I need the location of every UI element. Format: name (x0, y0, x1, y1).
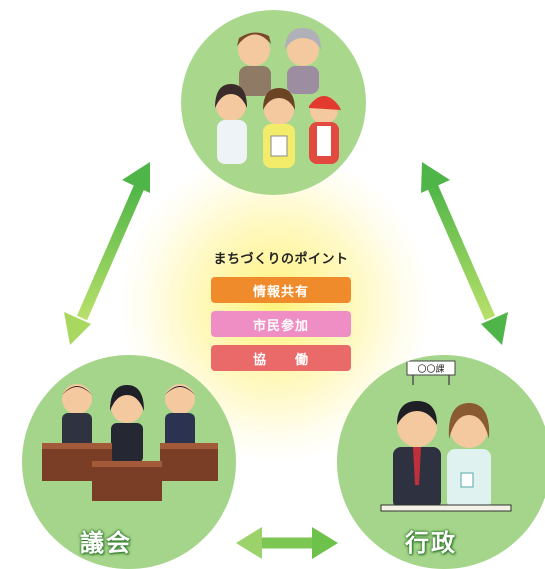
arrow-citizens-admin (421, 162, 508, 345)
council-circle (22, 355, 236, 569)
citizens-circle: 市民等 (181, 10, 366, 195)
point-collaboration: 協 働 (211, 345, 351, 371)
council-illustration (42, 384, 218, 501)
point-info-sharing: 情報共有 (211, 277, 351, 303)
arrow-citizens-council (64, 162, 150, 345)
administration-label: 行政 (405, 529, 457, 557)
administration-illustration (380, 360, 512, 512)
center-points: まちづくりのポイント 情報共有 市民参加 協 働 (200, 248, 362, 379)
citizens-illustration (215, 28, 341, 168)
point-citizen-participation: 市民参加 (211, 311, 351, 337)
administration-circle: 〇〇課 (337, 355, 545, 569)
center-title: まちづくりのポイント (213, 252, 349, 267)
council-label: 議会 (80, 529, 132, 557)
arrow-council-admin (236, 527, 338, 559)
department-nameplate: 〇〇課 (417, 365, 445, 375)
